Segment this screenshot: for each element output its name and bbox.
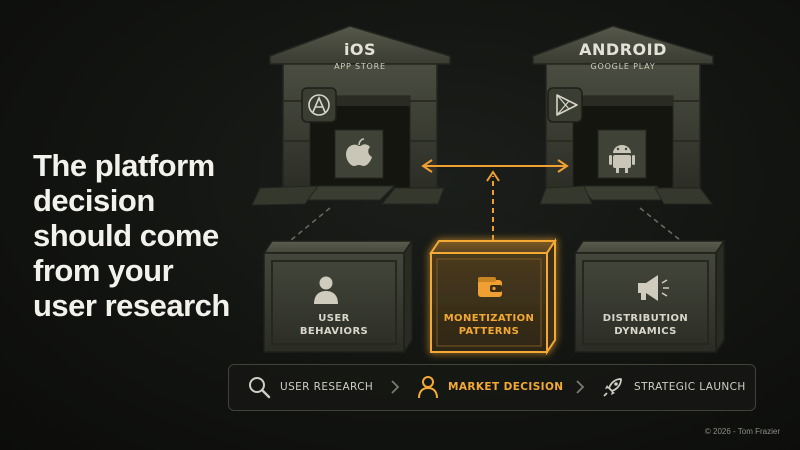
crate-label-distribution: DISTRIBUTION DYNAMICS — [575, 312, 716, 338]
headline-line: The platform — [33, 148, 215, 183]
process-flow-bar: USER RESEARCH MARKET DECISION STRATEGIC … — [228, 364, 756, 411]
copyright-notice: © 2026 - Tom Frazier — [704, 427, 780, 436]
megaphone-icon — [638, 275, 669, 301]
headline-line: from your — [33, 253, 174, 288]
flow-step-label: USER RESEARCH — [280, 381, 374, 393]
warehouse-subtitle: APP STORE — [334, 62, 386, 71]
crate-monetization-patterns — [429, 237, 557, 356]
chevron-right-icon — [576, 380, 585, 394]
headline-line: should come — [33, 218, 219, 253]
warehouse-ios-label: iOS APP STORE — [310, 40, 410, 71]
wallet-icon — [478, 277, 502, 297]
warehouse-title: iOS — [343, 40, 377, 59]
warehouse-subtitle: GOOGLE PLAY — [590, 62, 656, 71]
flow-step-label: STRATEGIC LAUNCH — [634, 381, 746, 393]
android-robot-icon — [609, 145, 635, 173]
crate-distribution-dynamics — [573, 238, 726, 355]
warehouse-android — [532, 25, 714, 205]
flow-step-strategic-launch: STRATEGIC LAUNCH — [601, 365, 746, 409]
crate-label-line: DISTRIBUTION — [602, 313, 689, 324]
crate-label-monetization: MONETIZATION PATTERNS — [431, 312, 547, 338]
person-icon — [418, 376, 438, 399]
flow-step-market-decision: MARKET DECISION — [417, 365, 563, 409]
crate-label-user-behaviors: USER BEHAVIORS — [264, 312, 404, 338]
google-play-icon — [556, 94, 578, 116]
crate-label-line: PATTERNS — [458, 326, 520, 337]
dashed-connectors — [284, 207, 691, 249]
headline-line: decision — [33, 183, 155, 218]
warehouse-title: ANDROID — [579, 40, 667, 59]
warehouse-android-label: ANDROID GOOGLE PLAY — [563, 40, 683, 71]
crate-label-line: BEHAVIORS — [299, 326, 369, 337]
crate-label-line: DYNAMICS — [614, 326, 677, 337]
headline-line: user research — [33, 288, 230, 323]
rocket-icon — [603, 378, 622, 397]
flow-step-label: MARKET DECISION — [448, 381, 564, 393]
double-arrow — [421, 159, 569, 173]
chevron-right-icon — [391, 380, 400, 394]
up-dashed-arrow — [486, 170, 500, 240]
crate-label-line: MONETIZATION — [443, 313, 535, 324]
magnifier-icon — [249, 377, 271, 399]
user-icon — [314, 276, 338, 304]
crate-label-line: USER — [318, 313, 350, 324]
app-store-icon — [308, 94, 330, 116]
headline: The platform decision should come from y… — [33, 148, 233, 323]
apple-icon — [346, 138, 372, 166]
flow-step-user-research: USER RESEARCH — [247, 365, 373, 409]
